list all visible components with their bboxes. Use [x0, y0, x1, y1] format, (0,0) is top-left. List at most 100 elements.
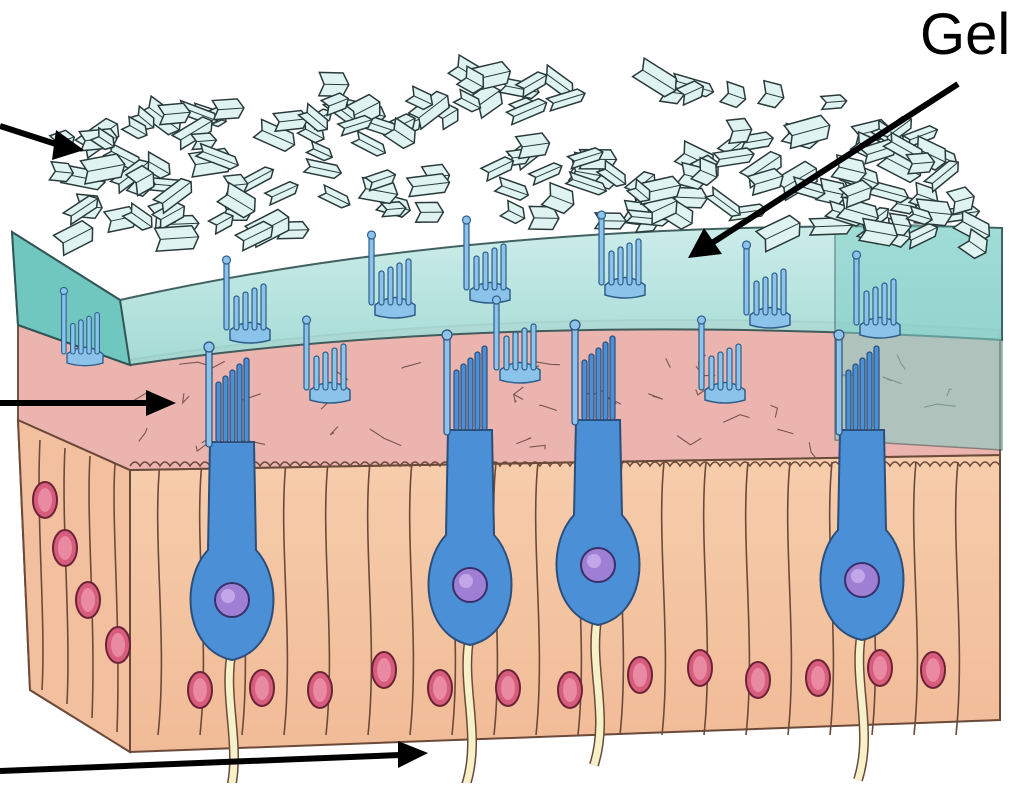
- support-nucleus-inner: [58, 536, 72, 560]
- kinocilium-tip: [442, 330, 452, 340]
- kinocilium: [699, 320, 704, 390]
- stereocilium: [243, 292, 248, 330]
- nucleus-highlight: [459, 574, 473, 588]
- kinocilium: [572, 325, 578, 425]
- kinocilium-tip: [493, 296, 501, 304]
- stereocilium: [87, 316, 92, 354]
- stereocilium: [846, 370, 851, 430]
- stereocilium: [531, 324, 536, 370]
- kinocilium-tip: [204, 342, 214, 352]
- kinocilium-tip: [834, 330, 844, 340]
- kinocilium-tip: [60, 287, 67, 294]
- support-nucleus-inner: [111, 633, 125, 657]
- stereocilium: [781, 269, 786, 315]
- support-nucleus-inner: [193, 678, 207, 702]
- support-nucleus-inner: [377, 658, 391, 682]
- crystal: [54, 218, 98, 255]
- stereocilium: [475, 352, 480, 430]
- crystal: [416, 202, 444, 222]
- stereocilium: [397, 263, 402, 305]
- stereocilium: [223, 376, 228, 442]
- crystal-edge: [324, 84, 349, 85]
- kinocilium: [444, 335, 450, 435]
- support-nucleus-inner: [38, 488, 52, 512]
- crystal: [821, 94, 847, 109]
- support-nucleus-inner: [433, 676, 447, 700]
- crystal: [495, 177, 531, 202]
- arrow-crystals: [0, 126, 84, 160]
- stereocilium: [610, 336, 615, 420]
- kinocilium-tip: [223, 256, 231, 264]
- stereocilium: [501, 244, 506, 290]
- stereocilium: [237, 364, 242, 442]
- stereocilium: [874, 346, 879, 430]
- crystal: [529, 161, 565, 185]
- crystal: [155, 225, 200, 251]
- gel-label: Gel: [920, 6, 1010, 64]
- stereocilium: [406, 259, 411, 305]
- kinocilium-tip: [743, 241, 751, 249]
- crystal: [784, 114, 833, 149]
- stereocilium: [627, 243, 632, 285]
- stereocilium: [618, 247, 623, 285]
- nucleus-highlight: [221, 589, 235, 603]
- stereocilium: [482, 346, 487, 430]
- stereocilium: [513, 332, 518, 370]
- support-nucleus-inner: [633, 663, 647, 687]
- kinocilium-tip: [368, 231, 376, 239]
- kinocilium-tip: [463, 216, 471, 224]
- stereocilium: [388, 267, 393, 305]
- stereocilium: [754, 281, 759, 315]
- stereocilium: [468, 358, 473, 430]
- kinocilium: [206, 347, 212, 447]
- stereocilium: [891, 279, 896, 325]
- kinocilium: [369, 235, 374, 305]
- stereocilium: [314, 356, 319, 390]
- stereocilium: [379, 271, 384, 305]
- stereocilium: [522, 328, 527, 370]
- stereocilium: [261, 284, 266, 330]
- support-nucleus-inner: [313, 678, 327, 702]
- crystal: [720, 82, 749, 110]
- stereocilium: [79, 320, 84, 354]
- stereocilium: [736, 344, 741, 390]
- crystal: [500, 201, 528, 226]
- crystal: [407, 173, 451, 197]
- support-nucleus-inner: [693, 656, 707, 680]
- crystal: [319, 72, 349, 96]
- stereocilium: [582, 360, 587, 420]
- kinocilium: [464, 220, 469, 290]
- stereocilium: [709, 356, 714, 390]
- stereocilium: [609, 251, 614, 285]
- kinocilium: [494, 300, 499, 370]
- support-nucleus-inner: [811, 666, 825, 690]
- stereocilium: [867, 352, 872, 430]
- stereocilium: [727, 348, 732, 390]
- stereocilium: [589, 354, 594, 420]
- stereocilium: [596, 348, 601, 420]
- support-nucleus-inner: [926, 658, 940, 682]
- stereocilium: [230, 370, 235, 442]
- stereocilium: [474, 256, 479, 290]
- stereocilium: [718, 352, 723, 390]
- crystal: [516, 132, 551, 158]
- support-nucleus-inner: [873, 656, 887, 680]
- stereocilium: [341, 344, 346, 390]
- kinocilium: [836, 335, 842, 435]
- kinocilium: [224, 260, 229, 330]
- kinocilium: [599, 215, 604, 285]
- crystal-edge: [534, 218, 559, 219]
- stereocilium: [454, 370, 459, 430]
- crystal: [265, 179, 301, 205]
- stereocilium: [234, 296, 239, 330]
- kinocilium-tip: [698, 316, 706, 324]
- stereocilium: [882, 283, 887, 325]
- stereocilium: [323, 352, 328, 390]
- stereocilium: [603, 342, 608, 420]
- kinocilium-tip: [570, 320, 580, 330]
- stereocilium: [772, 273, 777, 315]
- kinocilium: [744, 245, 749, 315]
- stereocilium: [216, 382, 221, 442]
- crystal: [158, 103, 191, 125]
